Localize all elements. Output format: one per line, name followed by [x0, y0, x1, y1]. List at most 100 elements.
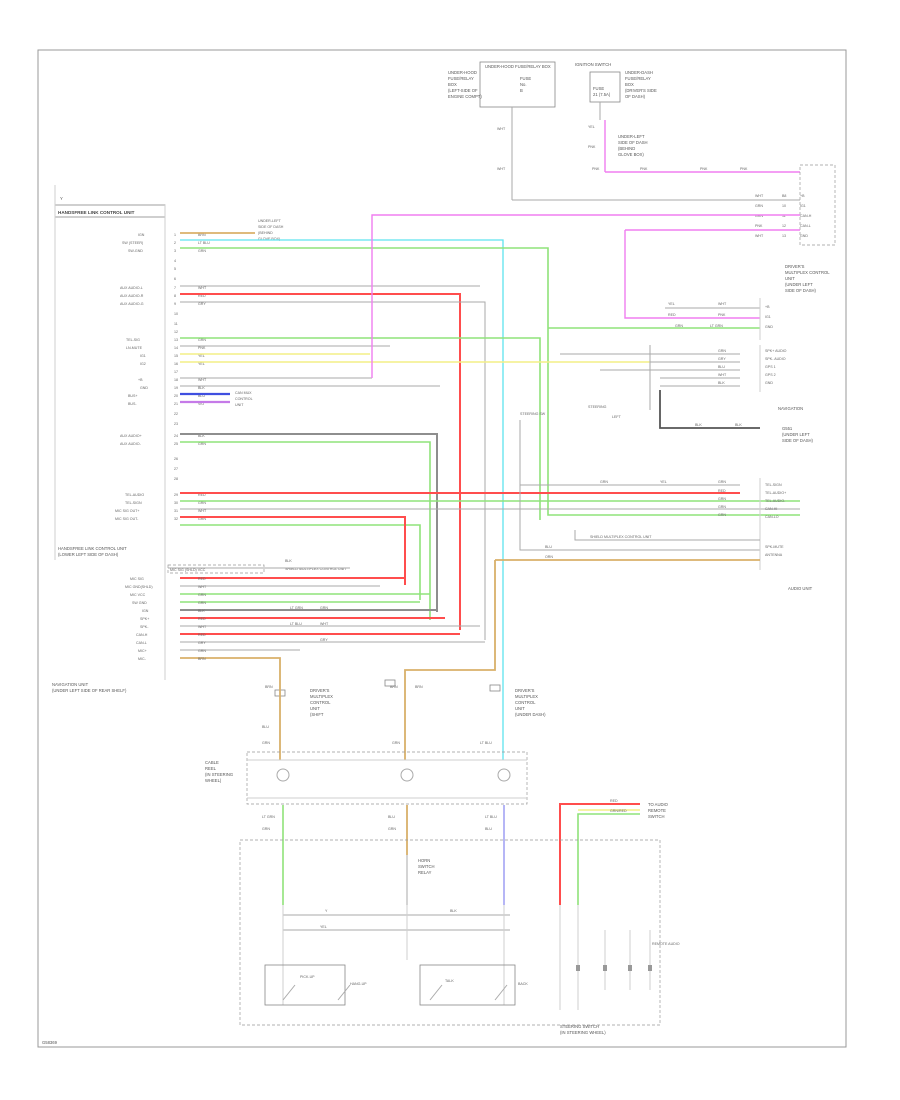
svg-text:UNIT: UNIT — [785, 276, 795, 281]
svg-text:B8: B8 — [782, 194, 786, 198]
svg-text:RED: RED — [198, 577, 206, 581]
svg-text:GRN: GRN — [718, 497, 726, 501]
svg-text:8: 8 — [174, 294, 176, 298]
svg-text:SIDE OF DASH: SIDE OF DASH — [618, 140, 648, 145]
svg-text:(UNDER DASH): (UNDER DASH) — [515, 712, 546, 717]
svg-text:PNK: PNK — [640, 167, 648, 171]
svg-text:UNIT: UNIT — [310, 706, 320, 711]
svg-text:TEL-AUDIO-: TEL-AUDIO- — [765, 499, 786, 503]
svg-text:AUX AUDIO-: AUX AUDIO- — [120, 442, 142, 446]
mid-connectors: BRN BRN BRN DRIVER'S MULTIPLEX CONTROL U… — [262, 679, 546, 760]
svg-text:BLU: BLU — [545, 545, 552, 549]
svg-text:GRN: GRN — [755, 204, 763, 208]
svg-text:GRN: GRN — [198, 649, 206, 653]
svg-text:CAN-L: CAN-L — [800, 224, 811, 228]
svg-text:GRN: GRN — [198, 501, 206, 505]
svg-text:GND: GND — [765, 381, 773, 385]
svg-text:GRY: GRY — [718, 357, 726, 361]
svg-text:CAN-H: CAN-H — [136, 633, 148, 637]
svg-text:MULTIPLEX: MULTIPLEX — [515, 694, 538, 699]
svg-text:YEL: YEL — [320, 925, 327, 929]
svg-text:27: 27 — [174, 467, 178, 471]
navigation-unit-block: HANDSFREE LINK CONTROL UNIT (LOWER LEFT … — [52, 520, 485, 693]
svg-text:CAN-HI: CAN-HI — [765, 507, 777, 511]
svg-text:20: 20 — [174, 394, 178, 398]
svg-text:Y: Y — [60, 196, 63, 201]
svg-text:GRN: GRN — [198, 442, 206, 446]
svg-text:WHT: WHT — [718, 373, 727, 377]
svg-text:9: 9 — [174, 302, 176, 306]
audio-remote-wires: RED GRN/RED TO AUDIO REMOTE SWITCH — [559, 799, 669, 905]
svg-text:GPS 1: GPS 1 — [765, 365, 776, 369]
svg-text:22: 22 — [174, 412, 178, 416]
svg-text:3: 3 — [174, 249, 176, 253]
svg-text:BLU: BLU — [718, 365, 725, 369]
svg-text:No.: No. — [520, 82, 527, 87]
svg-text:SPK-: SPK- — [140, 625, 149, 629]
svg-text:BLU: BLU — [388, 815, 395, 819]
svg-text:LT BLU: LT BLU — [290, 622, 302, 626]
svg-text:CAN-LO: CAN-LO — [765, 515, 779, 519]
top-right-ignition: IGNITION SWITCH FUSE 21 (7.5A) UNDER-DAS… — [575, 62, 800, 173]
svg-text:GRN: GRN — [718, 480, 726, 484]
svg-text:PNK: PNK — [718, 313, 726, 317]
diagram-border — [37, 49, 847, 1048]
svg-text:12: 12 — [174, 330, 178, 334]
svg-text:YEL: YEL — [668, 302, 675, 306]
svg-text:GPS 2: GPS 2 — [765, 373, 776, 377]
svg-text:TO AUDIO: TO AUDIO — [648, 802, 669, 807]
svg-text:ORN: ORN — [545, 555, 553, 559]
svg-text:Y: Y — [325, 909, 328, 913]
svg-text:WHEEL): WHEEL) — [205, 778, 222, 783]
svg-text:BLU: BLU — [198, 394, 205, 398]
svg-text:SWITCH: SWITCH — [648, 814, 665, 819]
svg-text:4: 4 — [174, 259, 176, 263]
svg-text:G551: G551 — [782, 426, 793, 431]
svg-text:SPK+: SPK+ — [140, 617, 149, 621]
svg-text:RED: RED — [198, 617, 206, 621]
svg-text:17: 17 — [174, 370, 178, 374]
svg-text:FUSE: FUSE — [520, 76, 531, 81]
svg-text:STEERING SWITCH: STEERING SWITCH — [560, 1024, 599, 1029]
svg-text:AUX AUDIO+: AUX AUDIO+ — [120, 434, 142, 438]
svg-text:YEL: YEL — [198, 362, 205, 366]
svg-text:DRIVER'S: DRIVER'S — [310, 688, 330, 693]
svg-text:WHT: WHT — [198, 378, 207, 382]
svg-text:GRN: GRN — [198, 593, 206, 597]
svg-text:MULTIPLEX CONTROL: MULTIPLEX CONTROL — [785, 270, 830, 275]
svg-text:UNDER-DASH: UNDER-DASH — [625, 70, 653, 75]
svg-text:GRN: GRN — [718, 513, 726, 517]
svg-text:BRN: BRN — [415, 685, 423, 689]
svg-text:REMOTE AUDIO: REMOTE AUDIO — [652, 942, 680, 946]
svg-text:GRN: GRN — [755, 214, 763, 218]
svg-text:SW (STEER): SW (STEER) — [122, 241, 143, 245]
svg-text:2: 2 — [174, 241, 176, 245]
navigation-block: SPK+ AUDIO SPK- AUDIO GPS 1 GPS 2 GND NA… — [519, 345, 814, 551]
svg-text:GLOVE BOX): GLOVE BOX) — [618, 152, 644, 157]
svg-text:BRN: BRN — [390, 685, 398, 689]
svg-text:5: 5 — [174, 267, 176, 271]
svg-text:24: 24 — [174, 434, 178, 438]
svg-text:GRN/RED: GRN/RED — [610, 809, 627, 813]
svg-text:10: 10 — [782, 204, 786, 208]
svg-text:BLK: BLK — [450, 909, 457, 913]
svg-text:MIC SIG OUT-: MIC SIG OUT- — [115, 517, 139, 521]
svg-text:LT GRN: LT GRN — [290, 606, 303, 610]
svg-text:GRN: GRN — [198, 338, 206, 342]
svg-text:TEL-SIGN: TEL-SIGN — [125, 501, 142, 505]
svg-text:LN-MUTE: LN-MUTE — [126, 346, 143, 350]
svg-text:MIC VCC: MIC VCC — [130, 593, 146, 597]
svg-text:FUSE/RELAY: FUSE/RELAY — [448, 76, 474, 81]
svg-text:HANDSFREE LINK CONTROL UNIT: HANDSFREE LINK CONTROL UNIT — [58, 210, 135, 215]
svg-text:10: 10 — [174, 312, 178, 316]
svg-text:IGN: IGN — [138, 233, 145, 237]
svg-text:GLOVE BOX): GLOVE BOX) — [258, 237, 280, 241]
svg-text:GRN: GRN — [388, 827, 396, 831]
svg-text:31: 31 — [174, 509, 178, 513]
svg-text:RED: RED — [610, 799, 618, 803]
svg-text:UNDER-HOOD FUSE/RELAY BOX: UNDER-HOOD FUSE/RELAY BOX — [485, 64, 551, 69]
svg-text:SIDE OF DASH): SIDE OF DASH) — [785, 288, 817, 293]
svg-text:GRN: GRN — [262, 827, 270, 831]
